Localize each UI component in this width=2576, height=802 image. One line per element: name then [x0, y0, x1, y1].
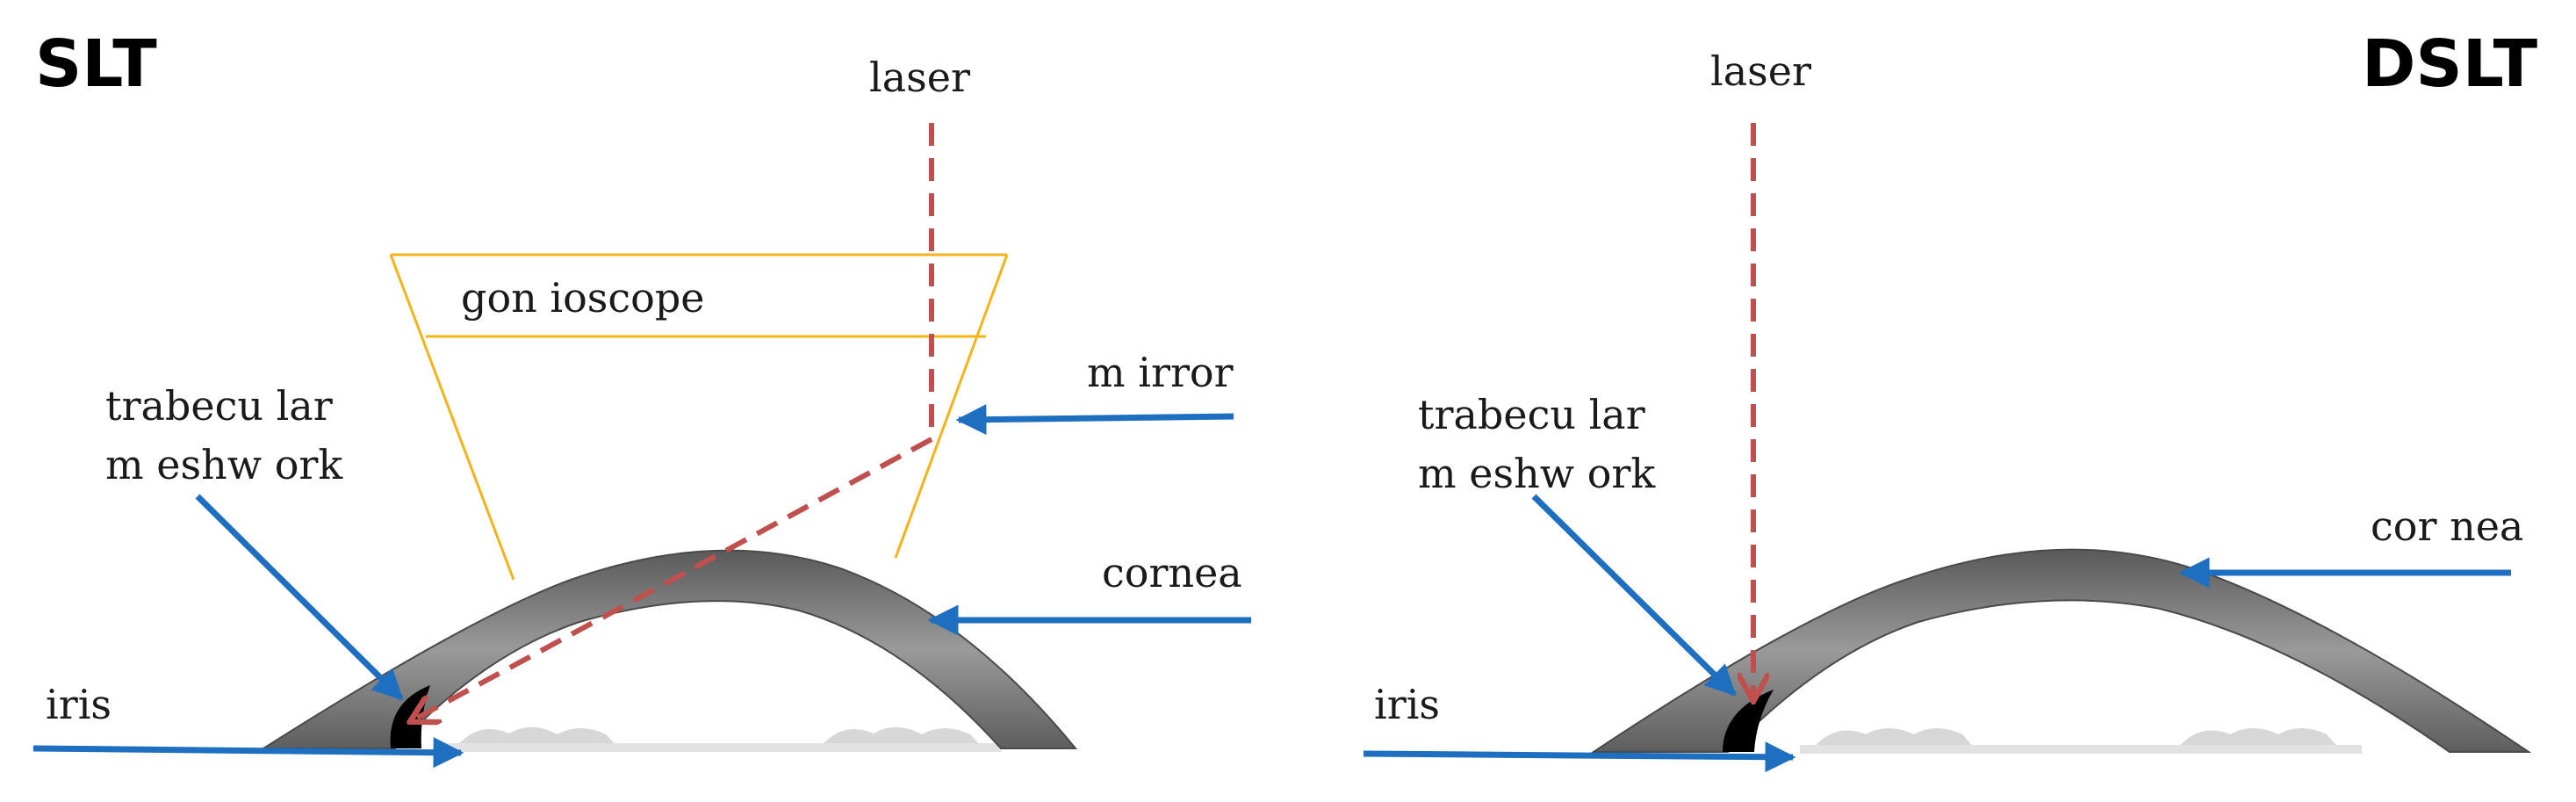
iris-arrow-left: [32, 737, 464, 769]
iris-shadow-right: [1800, 728, 2362, 754]
laser-beam-left: [413, 123, 934, 720]
iris-label-right: iris: [1374, 681, 1440, 728]
cornea-right: [1590, 548, 2532, 753]
cornea-left: [260, 549, 1078, 749]
iris-arrow-right: [1363, 741, 1796, 773]
trabecular-label-right-line1: trabecu lar: [1418, 391, 1645, 438]
iris-label-left: iris: [46, 681, 112, 728]
trabecular-arrow-left: [195, 494, 404, 701]
slt-title: SLT: [35, 26, 157, 102]
cornea-label-left: cornea: [1102, 549, 1242, 596]
laser-label-right: laser: [1710, 47, 1811, 95]
laser-label-left: laser: [869, 54, 970, 101]
dslt-panel: DSLT laser trabecu lar m eshw ork cor ne…: [1363, 26, 2538, 773]
gonioscope-label: gon ioscope: [461, 274, 705, 322]
trabecular-meshwork-right: [1723, 690, 1774, 752]
cornea-label-right: cor nea: [2371, 502, 2523, 550]
mirror-label: m irror: [1087, 349, 1234, 396]
gonioscope: [389, 253, 1009, 581]
trabecular-label-right-line2: m eshw ork: [1418, 450, 1656, 497]
dslt-title: DSLT: [2362, 26, 2538, 102]
iris-shadow-left: [439, 726, 1001, 752]
slt-panel: SLT gon ioscope laser m irror trab: [32, 26, 1251, 769]
trabecular-label-left-line2: m eshw ork: [105, 441, 343, 488]
trabecular-label-left-line1: trabecu lar: [105, 382, 333, 430]
trabecular-arrow-right: [1531, 494, 1737, 697]
mirror-arrow: [955, 404, 1234, 436]
